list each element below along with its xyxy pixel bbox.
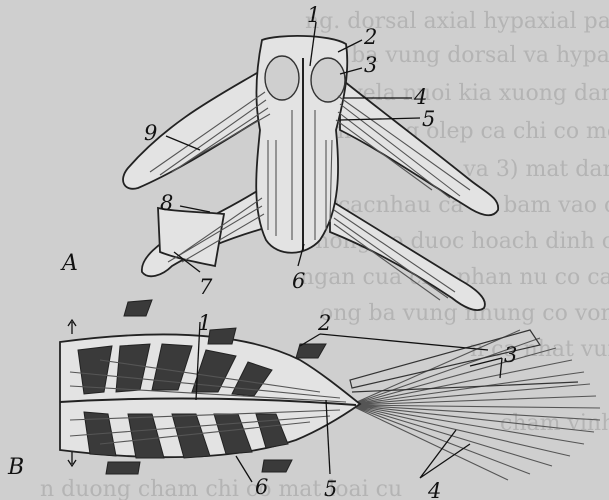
bg-line: n duong cham chi co mat loai cu: [40, 477, 402, 500]
panel-b-letter: B: [7, 455, 24, 480]
label-b-6: 6: [255, 475, 268, 499]
bg-line: ng hong co duoc hoach dinh ca: [280, 229, 609, 254]
leader-b4: [420, 430, 470, 478]
left-lobe: [265, 56, 299, 100]
label-a-2: 2: [363, 25, 377, 49]
label-a-6: 6: [292, 269, 305, 293]
label-b-2: 2: [317, 311, 331, 335]
label-a-8: 8: [160, 191, 173, 215]
label-a-3: 3: [364, 53, 377, 77]
label-b-1: 1: [198, 311, 211, 335]
leader-b2: [300, 334, 488, 350]
down-arrow-icon: [68, 452, 76, 466]
bg-line: ng. dorsal axial hypaxial pada vertebrat…: [305, 9, 609, 34]
label-a-1: 1: [307, 3, 320, 27]
panel-a-letter: A: [60, 251, 78, 276]
label-a-5: 5: [422, 107, 435, 131]
panel-b-drawing: 1 2 3 4 5 6 B: [7, 300, 600, 500]
label-b-3: 3: [504, 343, 517, 367]
label-a-9: 9: [144, 121, 157, 145]
right-lobe: [311, 58, 345, 102]
label-b-5: 5: [324, 477, 337, 500]
up-arrow-icon: [68, 320, 76, 334]
label-b-4: 4: [427, 479, 441, 500]
label-a-4: 4: [413, 85, 427, 109]
label-a-7: 7: [199, 275, 213, 299]
